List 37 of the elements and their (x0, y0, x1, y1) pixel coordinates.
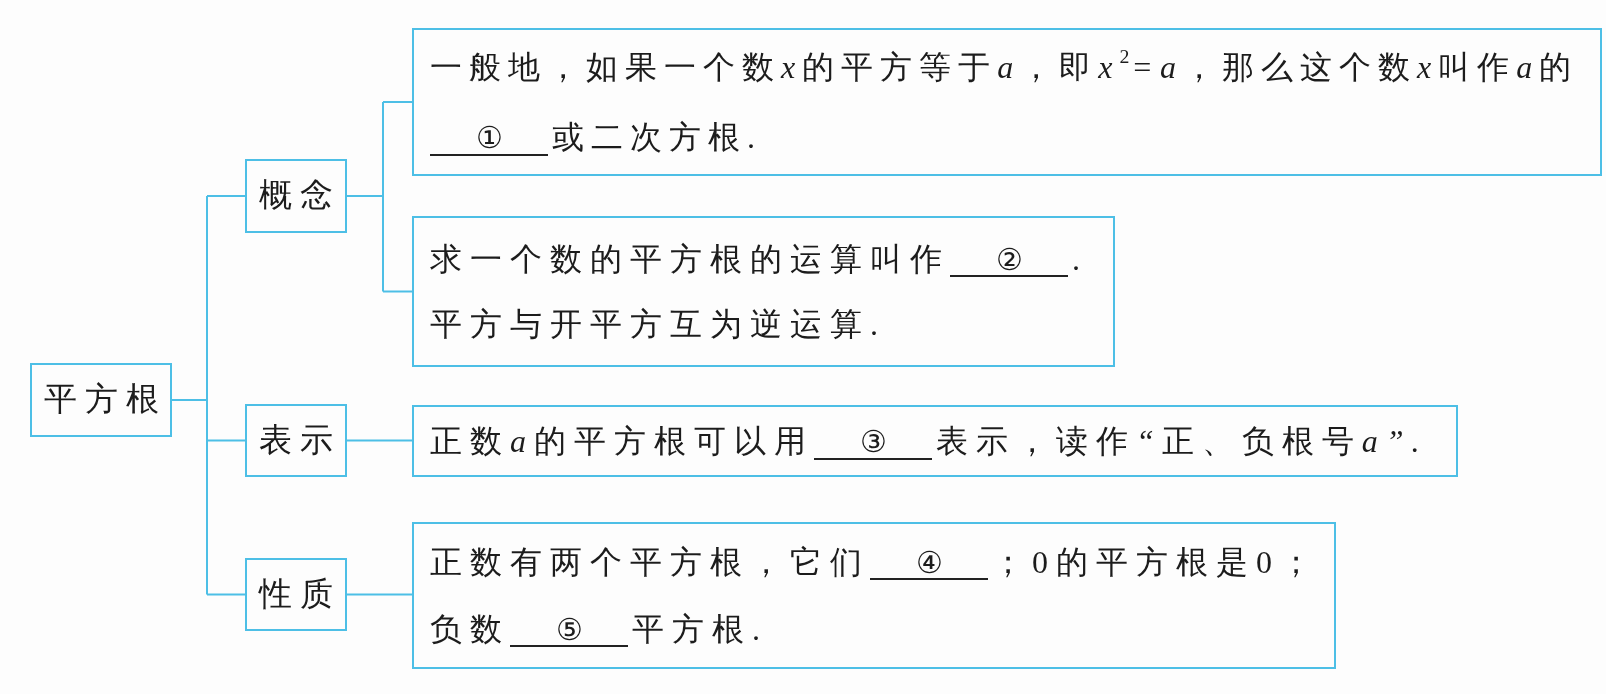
content-box (412, 522, 1336, 669)
connector-line (346, 439, 413, 442)
content-box (412, 405, 1458, 477)
connector-line (382, 290, 413, 293)
topic-label: 概念 (259, 176, 341, 216)
fill-in-line: ⑤ (510, 613, 628, 647)
statement-text: 平方根. (632, 610, 768, 647)
statement-text: 或二次方根. (552, 119, 762, 155)
connector-line (346, 593, 413, 596)
topic-box (245, 159, 347, 233)
statement-text: 正数a的平方根可以用 (430, 423, 814, 459)
statement-text: 正数有两个平方根，它们 (430, 543, 870, 580)
connector-line (206, 439, 246, 442)
fill-in-line: ② (950, 243, 1068, 277)
connector-line (171, 195, 208, 596)
content-box (412, 28, 1602, 176)
topic-box (245, 404, 347, 477)
topic-label: 性质 (259, 574, 341, 614)
statement-text: . (1072, 240, 1088, 277)
statement-text: 平方与开平方互为逆运算. (430, 305, 886, 342)
topic-label: 平方根 (43, 380, 167, 420)
fill-in-line: ④ (870, 546, 988, 580)
connector-line (346, 101, 384, 293)
connector-line (206, 195, 246, 197)
content-box (412, 216, 1115, 367)
statement-text: 负数 (430, 610, 510, 647)
root-topic-box (30, 363, 172, 437)
statement-text: 一般地，如果一个数x的平方等于a，即x$^{2}$=a，那么这个数x叫作a的 (430, 49, 1579, 85)
fill-in-line: ③ (814, 426, 932, 460)
topic-label: 表示 (259, 420, 341, 460)
statement-text: ；0的平方根是0； (992, 543, 1320, 580)
connector-line (382, 101, 413, 103)
connector-line (206, 593, 246, 596)
statement-text: 表示，读作“正、负根号a”. (936, 423, 1428, 459)
statement-text: 求一个数的平方根的运算叫作 (430, 240, 950, 277)
topic-box (245, 558, 347, 631)
fill-in-line: ① (430, 122, 548, 156)
